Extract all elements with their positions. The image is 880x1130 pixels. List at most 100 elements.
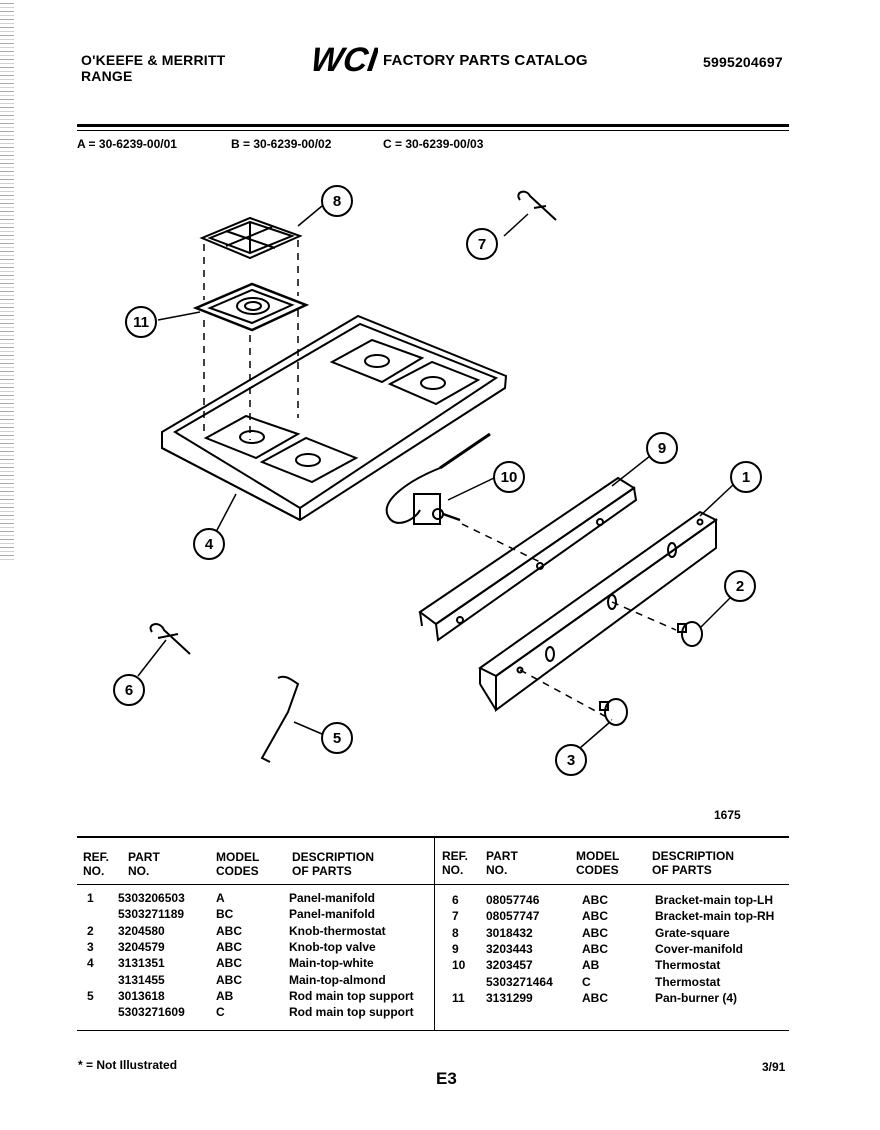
callout-3 bbox=[555, 744, 587, 776]
cell-part: 3204580 bbox=[118, 923, 165, 938]
cell-ref: 6 bbox=[452, 893, 459, 907]
catalog-number: 5995204697 bbox=[703, 54, 783, 70]
table-row: 5303271189 BC Panel-manifold bbox=[0, 906, 880, 923]
manifold-panel-part bbox=[478, 510, 718, 721]
svg-text:4: 4 bbox=[205, 536, 214, 553]
model-b: B = 30-6239-00/02 bbox=[231, 137, 332, 151]
header-desc-right: DESCRIPTION OF PARTS bbox=[652, 849, 735, 877]
grate-part bbox=[199, 216, 303, 260]
callout-1 bbox=[730, 461, 762, 493]
callout-2 bbox=[724, 570, 756, 602]
cell-ref: 3 bbox=[87, 939, 94, 954]
svg-text:8: 8 bbox=[333, 193, 341, 210]
scan-edge-artifact bbox=[0, 0, 14, 560]
cell-model: BC bbox=[216, 907, 234, 922]
cell-part: 5303271464 bbox=[486, 974, 553, 989]
cell-part: 3131299 bbox=[486, 990, 533, 1005]
svg-text:1: 1 bbox=[742, 469, 750, 486]
manifold-cover-part bbox=[418, 476, 638, 642]
exploded-parts-diagram: 8 7 11 9 10 1 4 2 6 5 3 bbox=[113, 185, 762, 776]
cell-desc: Thermostat bbox=[655, 974, 721, 989]
knob-top-valve-part bbox=[599, 698, 628, 726]
svg-text:2: 2 bbox=[736, 578, 744, 595]
cell-desc: Panel-manifold bbox=[289, 907, 376, 922]
cell-model: ABC bbox=[216, 972, 242, 987]
header-rule-thin bbox=[77, 130, 789, 131]
svg-text:9: 9 bbox=[658, 440, 666, 457]
cell-ref: 4 bbox=[87, 956, 94, 971]
burner-pan-part bbox=[192, 282, 310, 332]
cell-desc: Main-top-white bbox=[289, 956, 374, 971]
figure-number: 1675 bbox=[714, 808, 741, 822]
cell-ref: 7 bbox=[452, 909, 459, 924]
cell-part: 5303206503 bbox=[118, 891, 185, 905]
cell-desc: Thermostat bbox=[655, 958, 721, 973]
model-c: C = 30-6239-00/03 bbox=[383, 137, 484, 151]
callout-6 bbox=[113, 674, 145, 706]
main-top-part bbox=[161, 314, 508, 522]
cell-part: 3018432 bbox=[486, 925, 533, 940]
cell-desc: Pan-burner (4) bbox=[655, 990, 738, 1005]
product-type: RANGE bbox=[81, 68, 133, 84]
cell-desc: Cover-manifold bbox=[655, 941, 744, 956]
cell-ref: 5 bbox=[87, 988, 94, 1003]
cell-ref: 8 bbox=[452, 925, 459, 940]
callout-4 bbox=[193, 528, 225, 560]
header-model-left: MODEL CODES bbox=[216, 850, 260, 878]
cell-model: ABC bbox=[582, 990, 608, 1005]
header-model-right: MODEL CODES bbox=[576, 849, 620, 877]
table-divider bbox=[434, 838, 435, 1030]
cell-model: ABC bbox=[216, 923, 242, 938]
cell-desc: Bracket-main top-RH bbox=[655, 909, 775, 924]
table-row: 3 3204579 ABC Knob-top valve bbox=[0, 939, 880, 956]
cell-ref: 9 bbox=[452, 941, 459, 956]
cell-model: AB bbox=[216, 988, 234, 1003]
callout-10 bbox=[493, 461, 525, 493]
logo-text: WCI bbox=[312, 41, 378, 76]
header-rule bbox=[77, 124, 789, 127]
header-ref-left: REF. NO. bbox=[83, 850, 110, 878]
thermostat-part bbox=[385, 432, 541, 563]
cell-ref: 1 bbox=[87, 891, 94, 905]
svg-text:11: 11 bbox=[133, 314, 149, 331]
svg-text:6: 6 bbox=[125, 682, 133, 699]
cell-part: 5303271609 bbox=[118, 1005, 185, 1020]
callout-11 bbox=[125, 306, 157, 338]
cell-part: 08057747 bbox=[486, 909, 540, 924]
cell-model: ABC bbox=[216, 939, 242, 954]
cell-ref: 10 bbox=[452, 958, 466, 973]
cell-desc: Rod main top support bbox=[289, 988, 414, 1003]
svg-text:10: 10 bbox=[501, 469, 518, 486]
callout-8 bbox=[321, 185, 353, 217]
cell-desc: Rod main top support bbox=[289, 1005, 414, 1020]
svg-text:7: 7 bbox=[478, 236, 486, 253]
header-ref-right: REF. NO. bbox=[442, 849, 469, 877]
callout-7 bbox=[466, 228, 498, 260]
cell-part: 3204579 bbox=[118, 939, 165, 954]
page-number: E3 bbox=[436, 1069, 457, 1088]
cell-model: ABC bbox=[582, 941, 608, 956]
table-row: 8 3018432 ABC Grate-square bbox=[0, 925, 880, 942]
cell-ref: 2 bbox=[87, 923, 94, 938]
cell-desc: Knob-top valve bbox=[289, 939, 376, 954]
cell-desc: Grate-square bbox=[655, 925, 730, 940]
wci-logo: WCI bbox=[309, 40, 382, 79]
brand-name: O'KEEFE & MERRITT bbox=[81, 52, 226, 68]
bracket-rh-part bbox=[517, 190, 557, 221]
svg-text:3: 3 bbox=[567, 752, 575, 769]
table-top-rule bbox=[77, 836, 789, 838]
cell-model: AB bbox=[582, 958, 600, 973]
cell-part: 5303271189 bbox=[118, 907, 185, 922]
svg-text:5: 5 bbox=[333, 730, 341, 747]
cell-desc: Bracket-main top-LH bbox=[655, 893, 774, 907]
callout-5 bbox=[321, 722, 353, 754]
bracket-lh-part bbox=[149, 623, 191, 655]
cell-part: 08057746 bbox=[486, 893, 540, 907]
